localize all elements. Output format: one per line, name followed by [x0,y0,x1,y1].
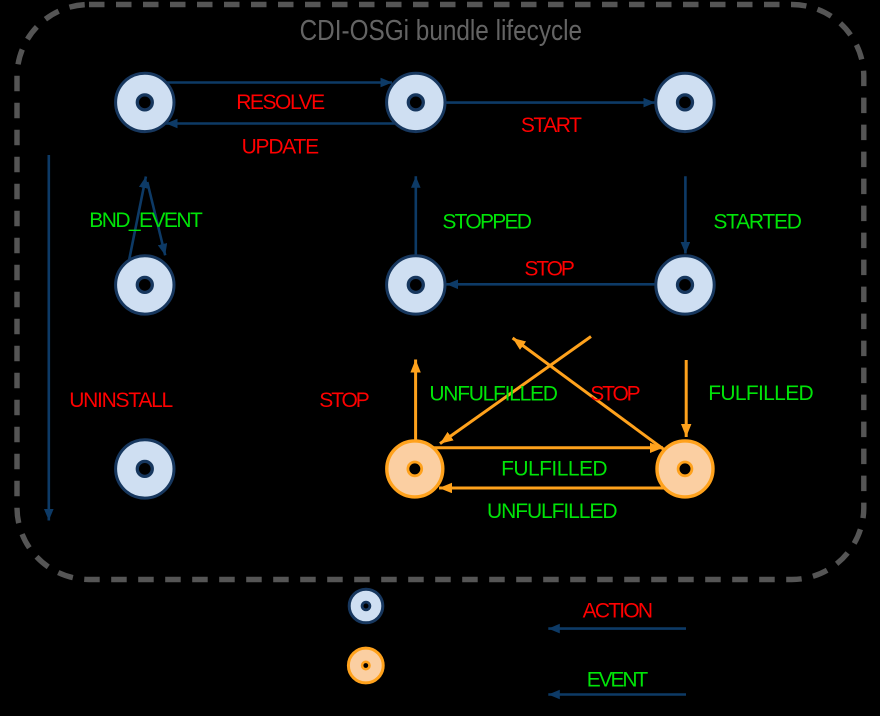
svg-text:EVENT: EVENT [587,669,649,692]
svg-text:BND_EVENT: BND_EVENT [89,209,203,232]
svg-text:START: START [521,114,582,137]
svg-text:UPDATE: UPDATE [242,135,320,158]
svg-text:STARTED: STARTED [713,210,802,233]
svg-text:RESOLVE: RESOLVE [236,91,325,114]
svg-text:UNFULFILLED: UNFULFILLED [429,382,558,405]
svg-text:UNFULFILLED: UNFULFILLED [487,500,618,523]
svg-text:FULFILLED: FULFILLED [501,458,607,481]
svg-text:FULFILLED: FULFILLED [708,382,814,405]
svg-text:CDI-OSGi bundle lifecycle: CDI-OSGi bundle lifecycle [300,15,582,47]
svg-text:ACTION: ACTION [583,600,654,623]
svg-text:STOPPED: STOPPED [442,210,532,233]
svg-text:STOP: STOP [590,383,641,406]
svg-text:UNINSTALL: UNINSTALL [69,389,173,412]
svg-text:STOP: STOP [319,389,370,412]
svg-text:STOP: STOP [524,258,575,281]
